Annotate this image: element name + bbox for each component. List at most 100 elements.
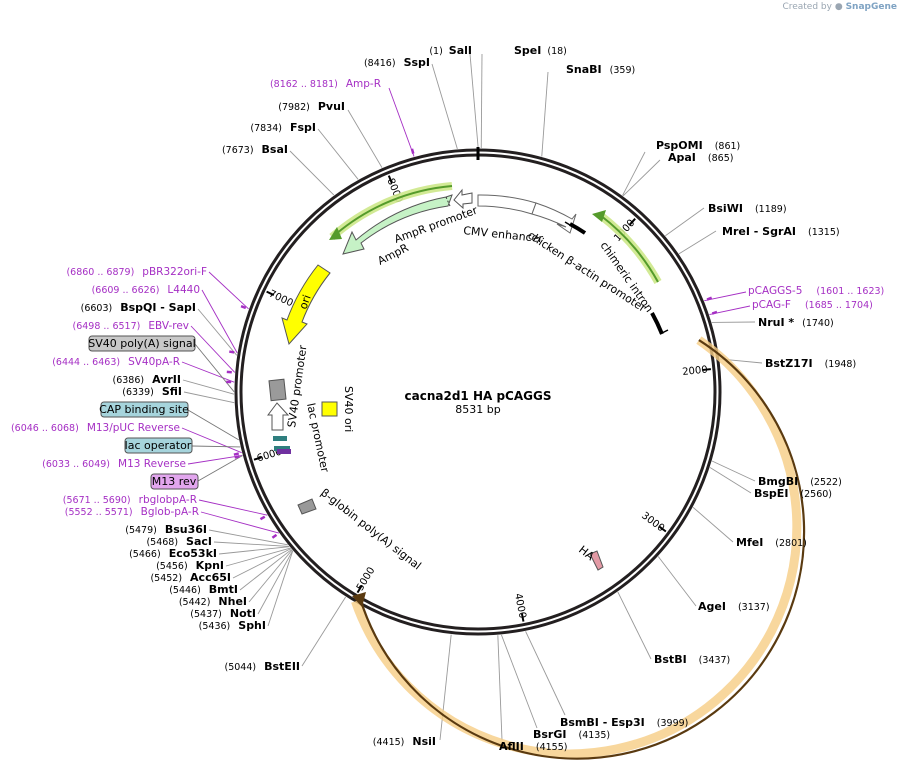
svg-text:pCAGGS-5(1601 .. 1623): pCAGGS-5(1601 .. 1623): [748, 285, 884, 297]
primer-name: pBR322ori-F: [142, 266, 207, 278]
site-name: AvrII: [152, 373, 181, 386]
site-name: BspQI - SapI: [120, 301, 196, 314]
box-label: M13 rev: [152, 475, 197, 488]
leader-line: [181, 427, 242, 454]
svg-text:AgeI(3137): AgeI(3137): [698, 600, 770, 613]
primer-name: pCAG-F: [752, 299, 791, 311]
site-pos: (5479): [125, 525, 157, 536]
leader-line: [289, 150, 335, 196]
primer-pos: (6046 .. 6068): [11, 423, 79, 434]
primer-pos: (6860 .. 6879): [66, 267, 134, 278]
primer-pos: (5671 .. 5690): [63, 495, 131, 506]
site-pos: (2522): [810, 477, 842, 488]
site-name: BstEII: [264, 660, 300, 673]
feature-label-beta-globin: β-globin poly(A) signal: [318, 486, 423, 572]
box-label: CAP binding site: [99, 403, 189, 416]
site-name: SspI: [404, 56, 430, 69]
site-pos: (865): [708, 153, 734, 164]
site-name: BmgBI: [758, 475, 798, 488]
primer-pos: (6033 .. 6049): [42, 459, 110, 470]
leader-line: [191, 445, 241, 448]
ampr-feature: [342, 194, 453, 255]
leader-line: [678, 230, 717, 255]
svg-text:(6444 .. 6463)SV40pA-R: (6444 .. 6463)SV40pA-R: [52, 356, 180, 368]
leader-line: [187, 409, 239, 441]
intron-black-segment-2: [650, 312, 664, 335]
primer-name: L4440: [167, 284, 200, 296]
leader-line: [480, 53, 483, 149]
site-name: NsiI: [412, 735, 436, 748]
leader-line: [388, 87, 415, 157]
primer-marker: [711, 310, 718, 315]
primer-pos: (5552 .. 5571): [65, 507, 133, 518]
site-labels-right: SpeI(18) SnaBI(359) PspOMI(861) ApaI(865…: [499, 44, 856, 753]
primer-name: rbglobpA-R: [139, 494, 197, 506]
site-pos: (4415): [373, 737, 405, 748]
svg-text:(6046 .. 6068)M13/pUC Reverse: (6046 .. 6068)M13/pUC Reverse: [11, 422, 180, 434]
leader-line: [181, 361, 235, 383]
tick-mark: [387, 175, 393, 184]
leader-line: [200, 511, 280, 534]
intron-start-tick: [564, 221, 576, 229]
leader-line: [541, 71, 549, 157]
site-name: BsaI: [262, 143, 288, 156]
site-name: BsrGI: [533, 728, 566, 741]
site-name: MfeI: [736, 536, 763, 549]
svg-text:(5552 .. 5571)Bglob-pA-R: (5552 .. 5571)Bglob-pA-R: [65, 506, 199, 518]
site-name: SfiI: [162, 385, 182, 398]
svg-text:(5468)SacI: (5468)SacI: [146, 535, 212, 548]
site-pos: (2801): [775, 538, 807, 549]
svg-text:(6609 .. 6626)L4440: (6609 .. 6626)L4440: [92, 284, 200, 296]
primer-pos: (1601 .. 1623): [816, 286, 884, 297]
svg-text:(5446)BmtI: (5446)BmtI: [169, 583, 238, 596]
svg-text:NruI *(1740): NruI *(1740): [758, 316, 834, 329]
svg-text:(6339)SfiI: (6339)SfiI: [122, 385, 182, 398]
leader-line: [198, 499, 268, 516]
leader-line: [225, 547, 291, 567]
site-pos: (359): [610, 65, 636, 76]
site-name: BsiWI: [708, 202, 743, 215]
site-pos: (5468): [146, 537, 178, 548]
primer-name: Amp-R: [346, 78, 381, 90]
tick-label: 4000: [512, 592, 528, 619]
leader-line: [213, 541, 290, 547]
site-name: FspI: [290, 121, 316, 134]
svg-text:BstZ17I(1948): BstZ17I(1948): [765, 357, 856, 370]
credit-prefix: Created by: [782, 2, 832, 12]
leader-line: [347, 109, 383, 168]
tick-mark: [702, 368, 711, 371]
site-pos: (5446): [169, 585, 201, 596]
ampr-promoter-arrow: [453, 188, 473, 210]
primer-marker: [233, 452, 240, 456]
site-pos: (5436): [199, 621, 231, 632]
plasmid-name: cacna2d1 HA pCAGGS: [405, 389, 552, 403]
site-name: PspOMI: [656, 139, 703, 152]
site-pos: (5442): [179, 597, 211, 608]
m13-rev-feature: [277, 449, 291, 454]
leader-line: [665, 207, 705, 237]
site-pos: (3999): [657, 718, 689, 729]
leader-line: [439, 634, 452, 741]
svg-text:SpeI(18): SpeI(18): [514, 44, 567, 57]
site-pos: (1189): [755, 204, 787, 215]
cmv-enhancer-feature: [477, 194, 537, 215]
svg-text:BspEI(2560): BspEI(2560): [754, 487, 832, 500]
site-name: AflII: [499, 740, 524, 753]
plasmid-size: 8531 bp: [455, 403, 500, 416]
site-pos: (1948): [825, 359, 857, 370]
svg-text:BmgBI(2522): BmgBI (2522): [758, 475, 842, 488]
site-labels-left: (1)SalI (8416)SspI (7982)PvuI (7834)FspI…: [81, 44, 472, 748]
tick-mark: [356, 585, 363, 594]
site-pos: (3437): [699, 655, 731, 666]
svg-text:BsmBI - Esp3I(3999): BsmBI - Esp3I(3999): [560, 716, 688, 729]
primer-marker: [229, 350, 235, 354]
svg-text:(7673)BsaI: (7673)BsaI: [222, 143, 288, 156]
primer-name: SV40pA-R: [128, 356, 180, 368]
svg-text:MreI - SgrAI(1315): MreI - SgrAI(1315): [722, 225, 840, 238]
site-name: MreI - SgrAI: [722, 225, 796, 238]
boxed-feature-labels: SV40 poly(A) signal CAP binding site lac…: [88, 335, 199, 490]
sv40-polya-signal-feature: [268, 378, 287, 402]
leader-line: [657, 556, 697, 607]
svg-text:(7834)FspI: (7834)FspI: [250, 121, 316, 134]
svg-text:(5044)BstEII: (5044)BstEII: [225, 660, 300, 673]
